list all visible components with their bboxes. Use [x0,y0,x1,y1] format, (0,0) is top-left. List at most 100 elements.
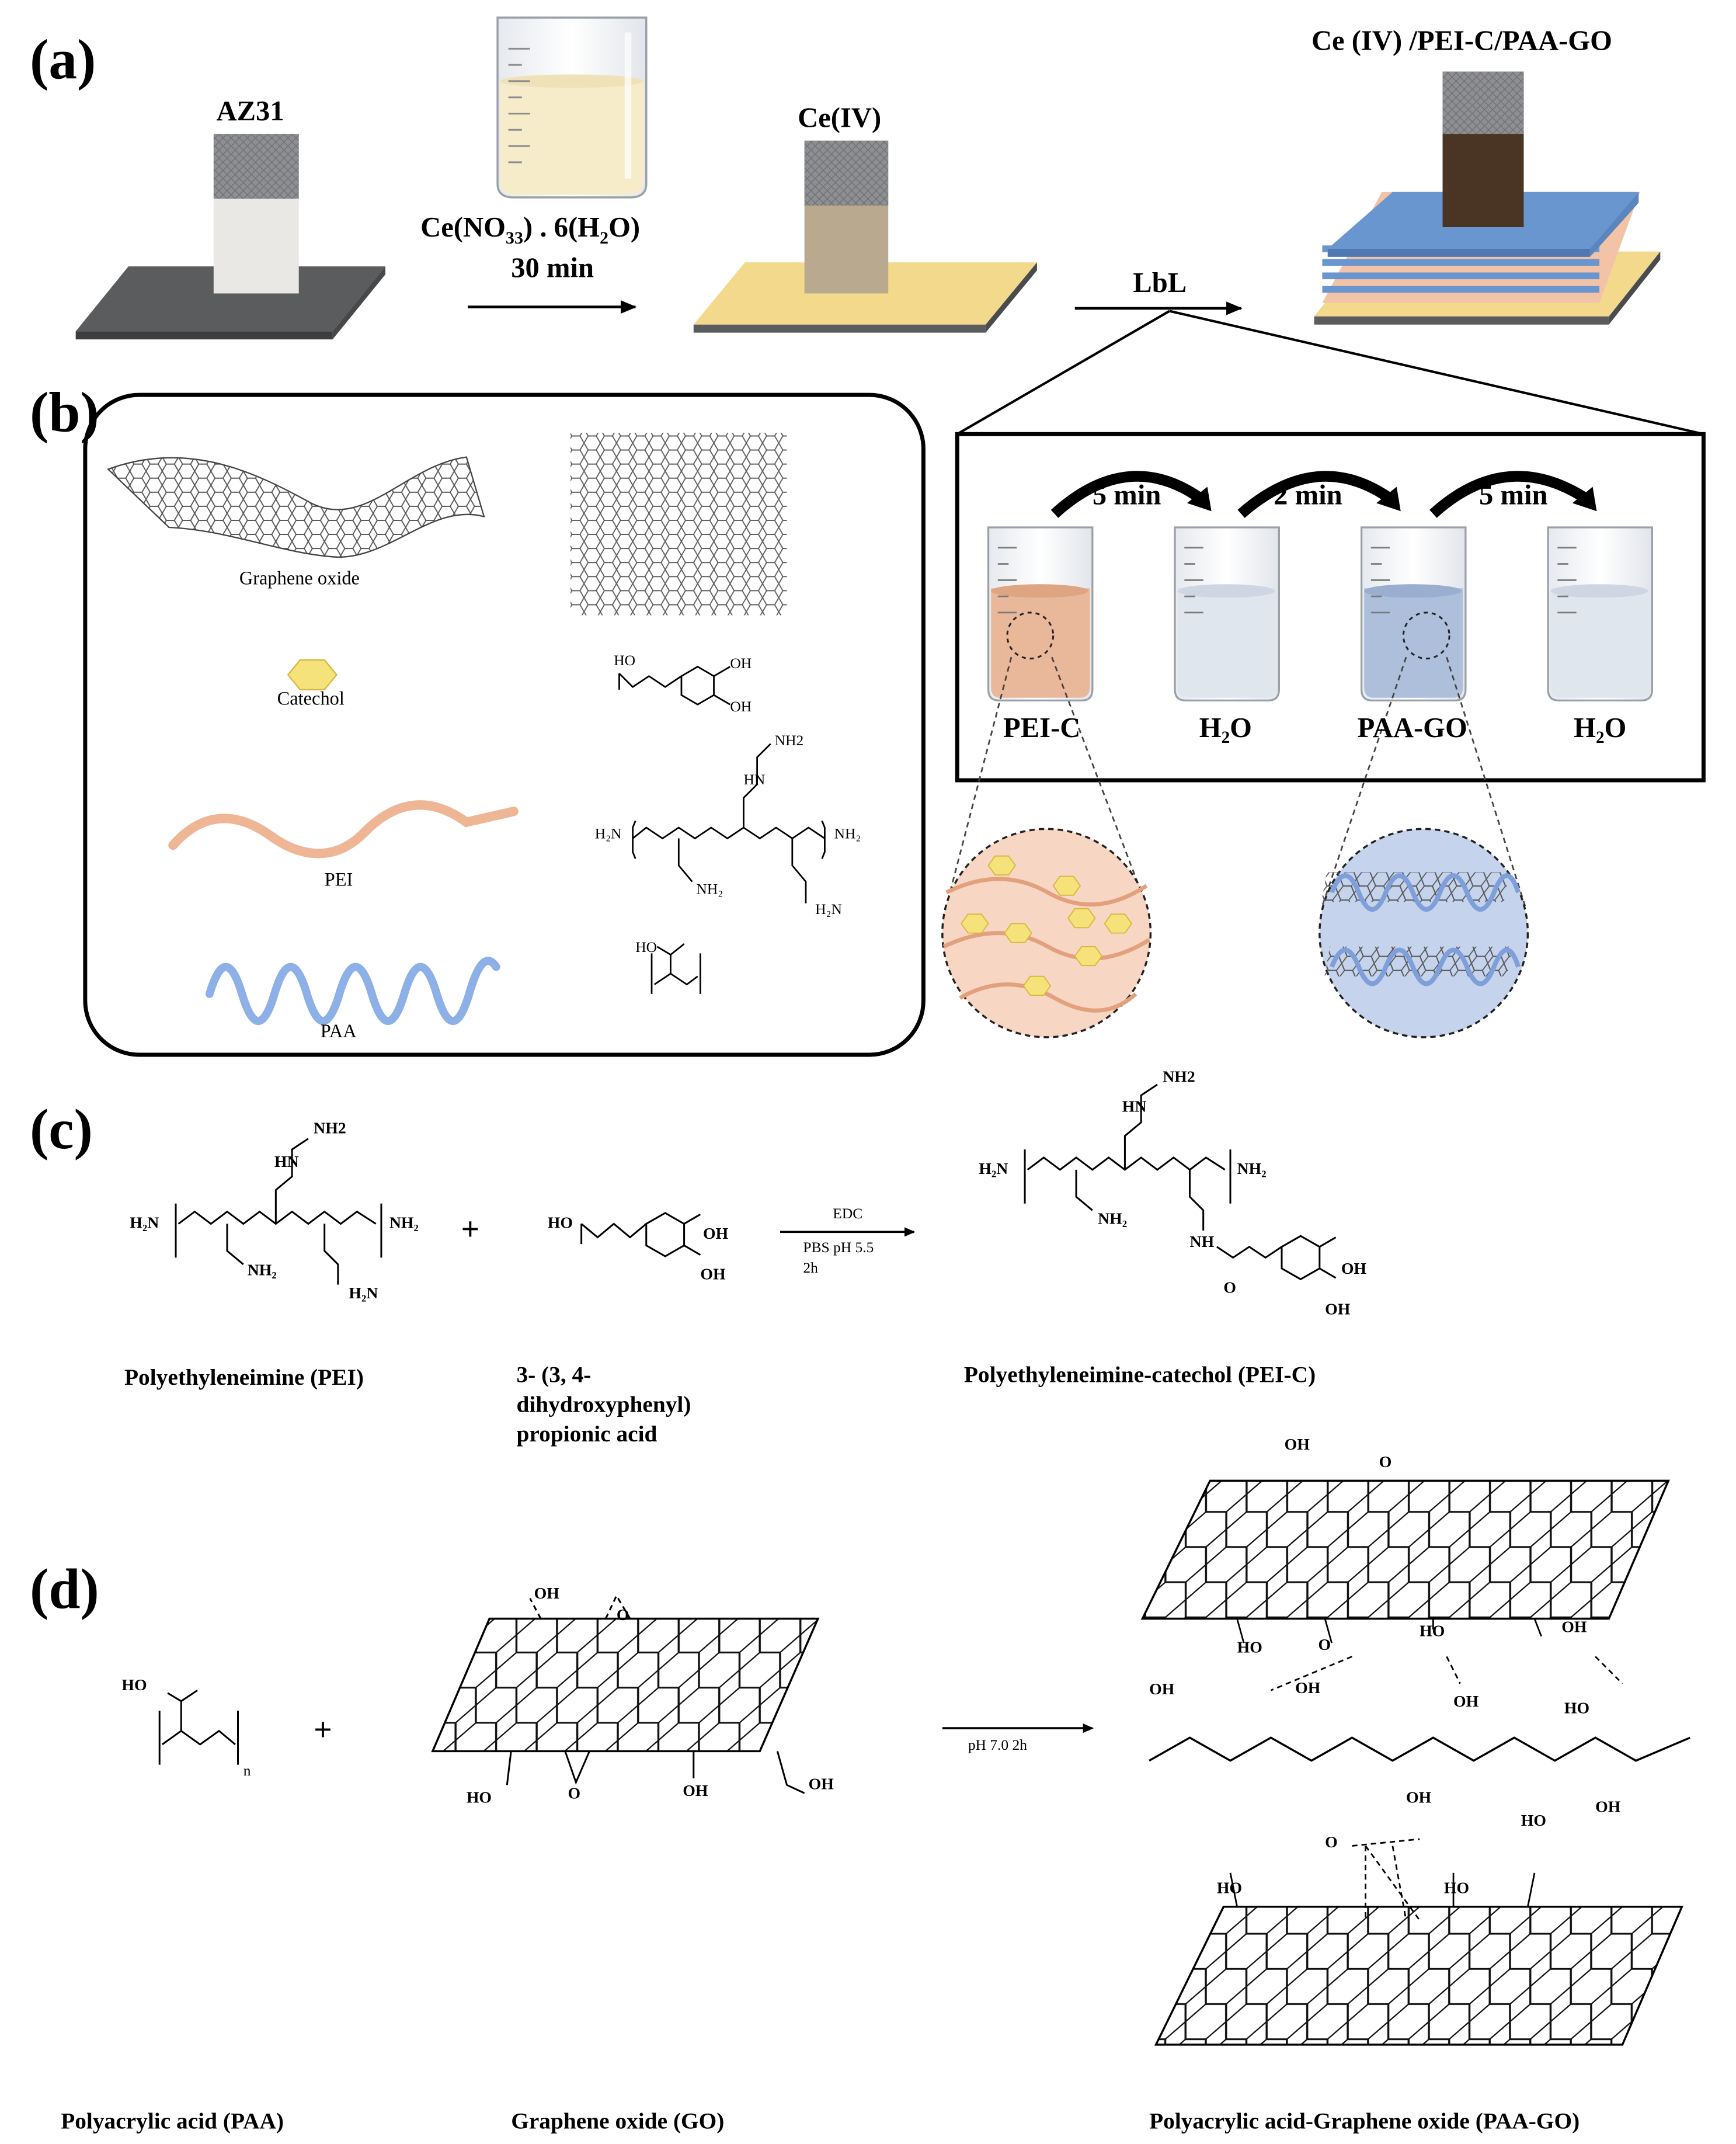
d-prod-oh-2: OH [1561,1617,1587,1636]
chem-ho-b2: HO [635,940,657,956]
pei-c-zoom-circle [941,828,1152,1038]
d-prod-oh-6: OH [1406,1787,1432,1807]
d-prod-ho-4: HO [1216,1878,1243,1898]
d-go-oh-top: OH [534,1583,559,1603]
c-oh-1: OH [703,1224,729,1243]
chem-nh2-b1: NH2 [774,732,804,749]
panel-b-label: (b) [29,383,99,445]
c-prod-nh2-top: NH2 [1163,1066,1195,1086]
c-reactant2-caption-3: propionic acid [516,1421,657,1447]
pei-c-structure [1024,1083,1337,1281]
d-prod-oh-5: OH [1453,1691,1479,1711]
d-prod-ho-2: HO [1420,1621,1445,1641]
zoom-line-left [956,310,1170,436]
d-reactant2-caption: Graphene oxide (GO) [511,2108,725,2134]
az31-label: AZ31 [216,95,284,127]
c-prod-h2n: H₂N [979,1159,1008,1178]
step-3-time: 5 min [1479,478,1548,512]
beaker-2-label: H₂O [1199,711,1252,744]
dhpa-structure [580,1212,701,1257]
catechol-icon [287,659,338,691]
c-nh2-bot: NH₂ [247,1260,277,1280]
materials-box [83,392,926,1057]
c-prod-nh2: NH₂ [1237,1159,1267,1178]
graphene-oxide-label: Graphene oxide [239,569,360,590]
c-cond-pbs: PBS pH 5.5 [803,1240,874,1257]
c-plus: + [461,1212,480,1249]
go-structure [570,432,787,616]
chem-h2n-b1: H₂N [594,826,622,843]
beaker-4-label: H₂O [1574,711,1627,744]
step1-time-label: 30 min [511,251,594,284]
d-prod-ho-1: HO [1237,1637,1262,1657]
chem-nh2-b3: NH₂ [696,881,723,898]
d-prod-hoo: HO [1521,1811,1547,1830]
c-prod-nh: NH [1189,1232,1215,1251]
d-prod-oh-7: OH [1595,1797,1621,1816]
panel-a-label: (a) [29,29,96,92]
chem-h2n-b2: H₂N [815,902,842,919]
chem-ho-1: HO [614,653,635,670]
paa-go-composite [1140,1479,1690,2046]
c-prod-oh-1: OH [1341,1259,1367,1278]
c-nh2-right: NH₂ [389,1212,419,1232]
d-prod-ho-5: HO [1443,1878,1470,1898]
c-ho: HO [547,1212,573,1232]
paa-go-zoom-circle [1318,828,1529,1038]
reagent-label: Ce(NO33) . 6(H2O) [420,211,641,248]
d-prod-oh-1: OH [1284,1434,1310,1454]
chem-oh-1: OH [730,655,752,672]
panel-c-label: (c) [29,1099,93,1162]
c-prod-hn: HN [1122,1096,1147,1116]
catechol-structure [618,665,731,706]
chem-oh-2: OH [730,699,752,715]
beaker-water-2 [1547,526,1654,701]
d-product-caption: Polyacrylic acid-Graphene oxide (PAA-GO) [1149,2108,1580,2134]
d-plus: + [314,1713,332,1749]
d-paa-n: n [243,1763,251,1780]
beaker-water-1 [1174,526,1280,701]
panel-d-label: (d) [29,1559,99,1622]
beaker-3-label: PAA-GO [1357,711,1467,744]
c-prod-oh-2: OH [1325,1299,1351,1319]
d-go-ho-bot: HO [466,1787,492,1807]
c-reactant2-caption-2: dihydroxyphenyl) [516,1391,691,1417]
c-product-caption: Polyethyleneimine-catechol (PEI-C) [963,1361,1316,1388]
c-cond-edc: EDC [833,1206,863,1223]
d-go-o-bot: O [568,1784,581,1803]
c-reactant2-caption-1: 3- (3, 4- [516,1361,592,1388]
pei-structure-c [175,1138,382,1285]
c-nh2-top: NH2 [314,1118,346,1138]
d-prod-ho-3: HO [1564,1698,1590,1718]
lbl-label: LbL [1133,266,1187,299]
final-coated-sample [1314,71,1661,325]
d-prod-oh-3: OH [1149,1679,1175,1699]
d-prod-oh-4: OH [1295,1678,1321,1697]
c-prod-o: O [1223,1278,1237,1297]
c-hn: HN [274,1152,299,1172]
go-sheet-d [431,1617,820,1753]
d-prod-o-1: O [1379,1452,1392,1472]
d-cond: pH 7.0 2h [968,1738,1028,1754]
d-go-oh-acid: OH [808,1774,834,1794]
paa-label: PAA [320,1022,357,1043]
ce-iv-label: Ce(IV) [798,101,882,134]
c-h2n-bot: H₂N [349,1283,378,1302]
paa-structure [650,943,701,994]
paa-structure-d [158,1689,239,1765]
step-1-time: 5 min [1092,478,1161,512]
graphene-oxide-sheet [107,456,485,558]
pei-strand [168,800,519,859]
d-go-oh-bot: OH [683,1781,708,1800]
c-oh-2: OH [700,1264,726,1284]
beaker-pei-c [987,526,1094,701]
catechol-label: Catechol [277,689,345,710]
step-2-time: 2 min [1274,478,1342,512]
d-prod-o-3: O [1325,1832,1338,1851]
c-prod-nh2-bot: NH₂ [1098,1208,1128,1228]
d-reactant1-caption: Polyacrylic acid (PAA) [61,2108,284,2134]
beaker-paa-go [1360,526,1467,701]
